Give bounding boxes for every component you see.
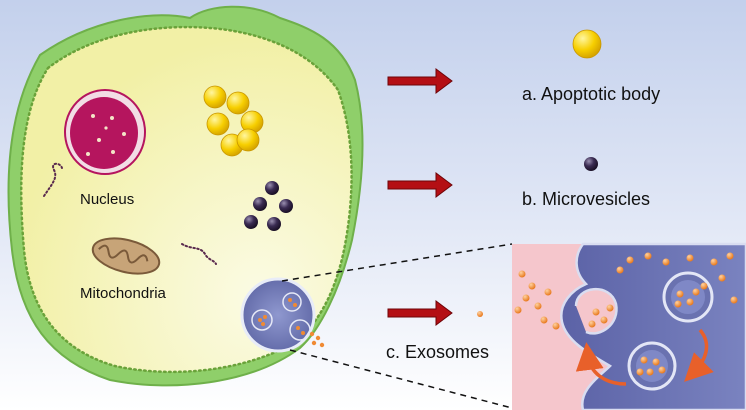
arrow-icon (387, 68, 453, 94)
microvesicle-cluster (244, 181, 293, 231)
mitochondrion (91, 237, 161, 275)
rna-strand-left (43, 162, 63, 197)
zoom-line-top (281, 243, 513, 282)
exosome-icon (477, 311, 483, 317)
nucleus (64, 89, 146, 175)
arrow-icon (387, 300, 453, 326)
exosomes-label: c. Exosomes (386, 342, 490, 362)
exosome-inset (512, 242, 746, 410)
rna-strand-right (181, 243, 217, 265)
arrow-icon (387, 172, 453, 198)
microvesicles-label: b. Microvesicles (522, 189, 651, 209)
zoom-line-bottom (289, 349, 513, 409)
apoptotic-body-label: a. Apoptotic body (522, 84, 661, 104)
nucleus-label: Nucleus (80, 191, 135, 208)
apoptotic-cluster (203, 85, 264, 157)
apoptotic-body-icon (572, 29, 602, 59)
mitochondria-label: Mitochondria (80, 285, 166, 302)
microvesicle-icon (584, 157, 598, 171)
multivesicular-body (240, 277, 325, 353)
